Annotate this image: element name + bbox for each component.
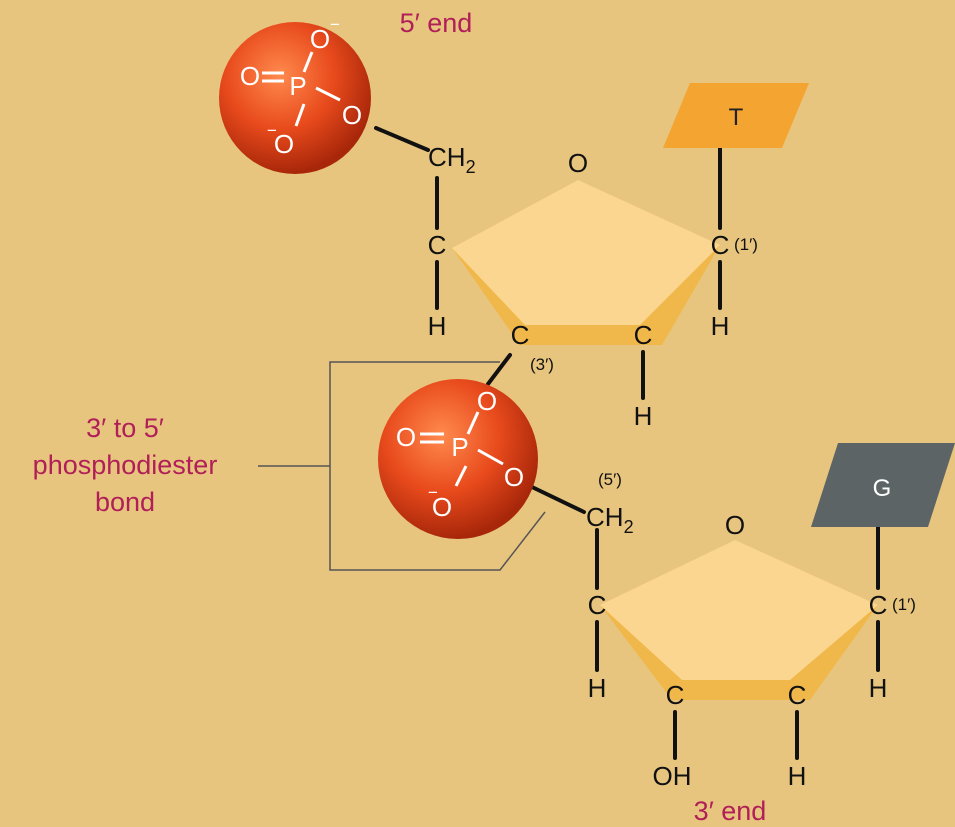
charge-top-down: − (267, 121, 277, 140)
hydrogen-c2-bottom: H (788, 761, 807, 791)
base-g: G (811, 443, 955, 527)
oxygen-top-left: O (240, 61, 260, 91)
hydrogen-c4-top: H (428, 311, 447, 341)
phosphorus-middle: P (451, 432, 468, 462)
bonds (374, 126, 880, 760)
hydrogen-c1-bottom: H (869, 673, 888, 703)
carbon-2-bottom: C (788, 680, 807, 710)
bond-label-line3: bond (95, 487, 155, 517)
bond-bracket (258, 361, 546, 571)
oxygen-top-right: O (342, 100, 362, 130)
hydrogen-c1-top: H (711, 311, 730, 341)
bond-label-line1: 3′ to 5′ (86, 413, 164, 443)
oxygen-top-up: O (310, 24, 330, 54)
pos-3-prime: (3′) (530, 355, 554, 374)
top-sugar (452, 180, 720, 345)
pos-5-prime: (5′) (598, 470, 622, 489)
carbon-4-bottom: C (588, 590, 607, 620)
oxygen-middle-left: O (396, 422, 416, 452)
charge-top-up: − (330, 15, 340, 34)
oxygen-top-down: O (274, 129, 294, 159)
phosphorus-top: P (289, 71, 306, 101)
bottom-unit-atoms: (5′) CH2 O C H C (1′) H C C OH H (586, 470, 916, 791)
phosphate-top: P O − O O O − (219, 15, 371, 174)
carbon-1-bottom: C (869, 590, 888, 620)
three-prime-end-label: 3′ end (694, 796, 767, 826)
oxygen-middle-right: O (504, 462, 524, 492)
phosphate-middle: P O O O O − (378, 379, 538, 539)
carbon-4-top: C (428, 230, 447, 260)
pos-1-prime-top: (1′) (734, 235, 758, 254)
carbon-3-top: C (511, 320, 530, 350)
carbon-1-top: C (711, 230, 730, 260)
carbon-2-top: C (634, 320, 653, 350)
hydrogen-c2-top: H (634, 401, 653, 431)
carbon-3-bottom: C (666, 680, 685, 710)
oxygen-middle-down: O (432, 492, 452, 522)
ch2-top: CH2 (428, 142, 476, 177)
base-t-label: T (729, 104, 744, 131)
bottom-sugar (600, 540, 878, 700)
base-t: T (663, 83, 809, 148)
oxygen-middle-up: O (477, 386, 497, 416)
five-prime-end-label: 5′ end (400, 8, 473, 38)
pos-1-prime-bottom: (1′) (892, 595, 916, 614)
hydroxyl-3-prime: OH (653, 761, 692, 791)
top-unit-atoms: CH2 O C H C (1′) H C (3′) C H (428, 142, 758, 431)
phosphodiester-bond-label: 3′ to 5′ phosphodiester bond (33, 413, 218, 517)
ring-oxygen-bottom: O (725, 510, 745, 540)
charge-middle-down: − (428, 483, 438, 502)
ch2-bottom: CH2 (586, 502, 634, 537)
hydrogen-c4-bottom: H (588, 673, 607, 703)
bond-label-line2: phosphodiester (33, 450, 218, 480)
base-g-label: G (873, 475, 892, 502)
ring-oxygen-top: O (568, 148, 588, 178)
